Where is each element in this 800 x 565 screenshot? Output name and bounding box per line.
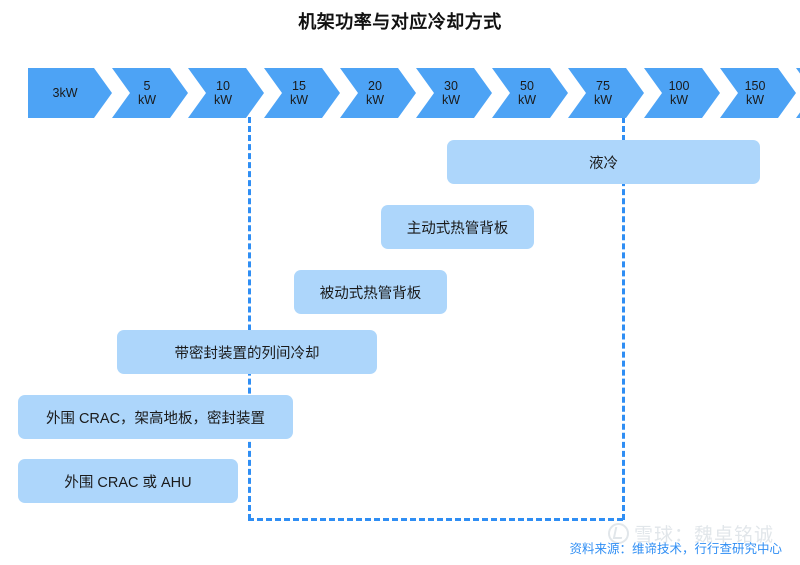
scale-step-15kw[interactable]: 15 kW xyxy=(264,68,340,118)
cooling-bar-label: 外围 CRAC，架高地板，密封装置 xyxy=(45,410,266,427)
source-note: 资料来源：维谛技术，行行查研究中心 xyxy=(569,542,782,556)
scale-step-label: 3kW xyxy=(52,85,78,100)
cooling-bar-passive-heat-pipe[interactable]: 被动式热管背板 xyxy=(294,270,447,314)
guide-line-15kw xyxy=(248,117,251,520)
watermark-text: 雪球：魏卓铭诚 xyxy=(633,525,774,546)
guide-line-150kw xyxy=(622,117,625,520)
scale-step-label: 150 kW xyxy=(744,78,766,107)
xueqiu-logo-icon xyxy=(607,523,629,544)
cooling-bar-label: 液冷 xyxy=(589,155,618,172)
page-title: 机架功率与对应冷却方式 xyxy=(298,12,502,32)
cooling-bar-perimeter-crac-raised-floor[interactable]: 外围 CRAC，架高地板，密封装置 xyxy=(18,395,293,439)
scale-step-label: 50 kW xyxy=(517,78,537,107)
cooling-bar-label: 被动式热管背板 xyxy=(319,285,422,302)
scale-step-200kw[interactable]: 200 kW xyxy=(796,68,800,118)
cooling-bar-label: 外围 CRAC 或 AHU xyxy=(64,474,192,491)
scale-step-label: 5 kW xyxy=(137,78,157,107)
scale-step-75kw[interactable]: 75 kW xyxy=(568,68,644,118)
cooling-bar-label: 带密封装置的列间冷却 xyxy=(174,345,320,362)
cooling-bar-liquid-cooling[interactable]: 液冷 xyxy=(447,140,760,184)
scale-step-label: 20 kW xyxy=(365,78,385,107)
scale-step-label: 15 kW xyxy=(289,78,309,107)
scale-step-label: 100 kW xyxy=(668,78,690,107)
scale-step-20kw[interactable]: 20 kW xyxy=(340,68,416,118)
scale-step-5kw[interactable]: 5 kW xyxy=(112,68,188,118)
guide-line-bottom xyxy=(248,518,623,521)
cooling-bar-label: 主动式热管背板 xyxy=(406,220,509,237)
scale-step-10kw[interactable]: 10 kW xyxy=(188,68,264,118)
scale-step-100kw[interactable]: 100 kW xyxy=(644,68,720,118)
scale-step-150kw[interactable]: 150 kW xyxy=(720,68,796,118)
watermark: 雪球：魏卓铭诚 xyxy=(607,520,774,547)
cooling-bar-in-row-with-containment[interactable]: 带密封装置的列间冷却 xyxy=(117,330,377,374)
scale-step-50kw[interactable]: 50 kW xyxy=(492,68,568,118)
cooling-bar-perimeter-crac-or-ahu[interactable]: 外围 CRAC 或 AHU xyxy=(18,459,238,503)
scale-step-30kw[interactable]: 30 kW xyxy=(416,68,492,118)
scale-step-label: 10 kW xyxy=(213,78,233,107)
power-scale: 3kW 5 kW 10 kW 15 kW 20 kW 30 kW 50 kW 7… xyxy=(28,68,772,118)
cooling-bar-active-heat-pipe[interactable]: 主动式热管背板 xyxy=(381,205,534,249)
scale-step-label: 30 kW xyxy=(441,78,461,107)
scale-step-label: 75 kW xyxy=(593,78,613,107)
scale-step-3kw[interactable]: 3kW xyxy=(28,68,112,118)
